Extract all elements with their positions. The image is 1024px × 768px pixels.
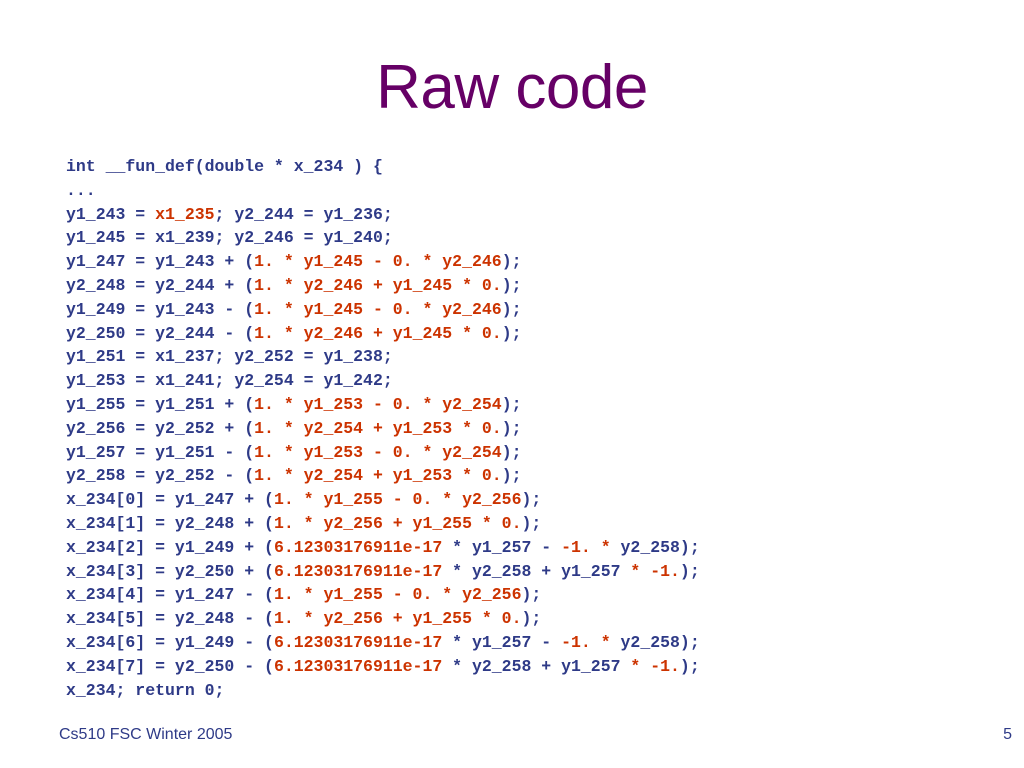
code-text: x_234[5] = y2_248 - ( — [66, 609, 274, 629]
code-text: x_234[1] = y2_248 + ( — [66, 513, 274, 533]
code-line: x_234[2] = y1_249 + (6.12303176911e-17 *… — [66, 536, 700, 560]
code-line: int __fun_def(double * x_234 ) { — [66, 155, 700, 179]
code-text: * y1_257 - — [442, 537, 562, 557]
code-line: y1_253 = x1_241; y2_254 = y1_242; — [66, 369, 700, 393]
footer-course-label: Cs510 FSC Winter 2005 — [59, 726, 233, 743]
code-text: y1_245 = x1_239; y2_246 = y1_240; — [66, 228, 393, 248]
code-highlight: 1. * y1_255 - 0. * y2_256 — [273, 490, 522, 510]
code-text: ); — [501, 442, 522, 462]
code-line: y1_247 = y1_243 + (1. * y1_245 - 0. * y2… — [66, 250, 700, 274]
page-number: 5 — [1003, 726, 1012, 743]
code-highlight: 6.12303176911e-17 — [273, 632, 443, 652]
code-text: ... — [66, 180, 96, 200]
code-line: x_234; return 0; — [66, 679, 700, 703]
code-text: y2_258 = y2_252 - ( — [66, 466, 255, 486]
code-text: * y2_258 + y1_257 — [442, 656, 631, 676]
code-highlight: 1. * y1_245 - 0. * y2_246 — [254, 252, 502, 272]
code-text: y2_258); — [610, 632, 700, 652]
code-highlight: -1. * — [561, 632, 611, 652]
code-text: y1_251 = x1_237; y2_252 = y1_238; — [66, 347, 393, 367]
code-text: x_234; return 0; — [66, 680, 225, 700]
code-text: y1_247 = y1_243 + ( — [66, 252, 255, 272]
code-text: y2_248 = y2_244 + ( — [66, 275, 255, 295]
code-line: ... — [66, 179, 700, 203]
code-text: y1_255 = y1_251 + ( — [66, 394, 255, 414]
code-line: x_234[6] = y1_249 - (6.12303176911e-17 *… — [66, 631, 700, 655]
code-text: y2_256 = y2_252 + ( — [66, 418, 255, 438]
code-block: int __fun_def(double * x_234 ) {... y1_24… — [66, 155, 700, 702]
code-text: x_234[4] = y1_247 - ( — [66, 585, 274, 605]
code-text: x_234[6] = y1_249 - ( — [66, 632, 274, 652]
code-text: int __fun_def(double * x_234 ) { — [66, 157, 383, 176]
code-text: ); — [679, 656, 700, 676]
code-highlight: 6.12303176911e-17 — [273, 537, 443, 557]
code-text: x_234[2] = y1_249 + ( — [66, 537, 274, 557]
code-text: ); — [521, 585, 542, 605]
code-highlight: x1_235 — [155, 204, 215, 224]
code-text: x_234[0] = y1_247 + ( — [66, 490, 274, 510]
code-line: y2_258 = y2_252 - (1. * y2_254 + y1_253 … — [66, 464, 700, 488]
code-line: x_234[5] = y2_248 - (1. * y2_256 + y1_25… — [66, 607, 700, 631]
code-text: ); — [501, 323, 522, 343]
code-text: ); — [521, 609, 542, 629]
code-text: * y2_258 + y1_257 — [442, 561, 631, 581]
code-highlight: * -1. — [630, 656, 680, 676]
code-text: ); — [501, 299, 522, 319]
code-line: y1_251 = x1_237; y2_252 = y1_238; — [66, 345, 700, 369]
code-highlight: * -1. — [630, 561, 680, 581]
code-highlight: 1. * y2_246 + y1_245 * 0. — [254, 275, 502, 295]
code-highlight: 1. * y2_254 + y1_253 * 0. — [254, 466, 502, 486]
code-line: x_234[0] = y1_247 + (1. * y1_255 - 0. * … — [66, 488, 700, 512]
code-highlight: -1. * — [561, 537, 611, 557]
code-text: y1_253 = x1_241; y2_254 = y1_242; — [66, 371, 393, 391]
code-line: y1_257 = y1_251 - (1. * y1_253 - 0. * y2… — [66, 441, 700, 465]
code-line: y2_256 = y2_252 + (1. * y2_254 + y1_253 … — [66, 417, 700, 441]
code-text: x_234[7] = y2_250 - ( — [66, 656, 274, 676]
code-text: y1_249 = y1_243 - ( — [66, 299, 255, 319]
code-text: x_234[3] = y2_250 + ( — [66, 561, 274, 581]
code-text: ); — [521, 490, 542, 510]
code-text: ); — [501, 394, 522, 414]
code-highlight: 6.12303176911e-17 — [273, 561, 443, 581]
code-line: y1_245 = x1_239; y2_246 = y1_240; — [66, 226, 700, 250]
code-line: x_234[4] = y1_247 - (1. * y1_255 - 0. * … — [66, 583, 700, 607]
code-line: y2_250 = y2_244 - (1. * y2_246 + y1_245 … — [66, 322, 700, 346]
code-highlight: 1. * y1_253 - 0. * y2_254 — [254, 442, 502, 462]
code-text: ); — [521, 513, 542, 533]
code-text: y2_258); — [610, 537, 700, 557]
code-text: ); — [501, 275, 522, 295]
code-text: ); — [679, 561, 700, 581]
code-highlight: 1. * y2_256 + y1_255 * 0. — [273, 609, 522, 629]
code-text: ; y2_244 = y1_236; — [214, 204, 393, 224]
code-highlight: 1. * y1_245 - 0. * y2_246 — [254, 299, 502, 319]
code-text: ); — [501, 252, 522, 272]
code-text: * y1_257 - — [442, 632, 562, 652]
code-line: x_234[3] = y2_250 + (6.12303176911e-17 *… — [66, 560, 700, 584]
code-line: x_234[1] = y2_248 + (1. * y2_256 + y1_25… — [66, 512, 700, 536]
code-text: y2_250 = y2_244 - ( — [66, 323, 255, 343]
code-line: x_234[7] = y2_250 - (6.12303176911e-17 *… — [66, 655, 700, 679]
code-line: y2_248 = y2_244 + (1. * y2_246 + y1_245 … — [66, 274, 700, 298]
code-highlight: 1. * y2_254 + y1_253 * 0. — [254, 418, 502, 438]
code-line: y1_249 = y1_243 - (1. * y1_245 - 0. * y2… — [66, 298, 700, 322]
slide-title: Raw code — [376, 53, 648, 122]
code-text: ); — [501, 418, 522, 438]
code-text: ); — [501, 466, 522, 486]
code-text: y1_257 = y1_251 - ( — [66, 442, 255, 462]
code-line: y1_255 = y1_251 + (1. * y1_253 - 0. * y2… — [66, 393, 700, 417]
code-text: y1_243 = — [66, 204, 156, 224]
code-highlight: 1. * y1_253 - 0. * y2_254 — [254, 394, 502, 414]
code-highlight: 6.12303176911e-17 — [273, 656, 443, 676]
code-highlight: 1. * y1_255 - 0. * y2_256 — [273, 585, 522, 605]
code-highlight: 1. * y2_246 + y1_245 * 0. — [254, 323, 502, 343]
code-line: y1_243 = x1_235; y2_244 = y1_236; — [66, 203, 700, 227]
code-highlight: 1. * y2_256 + y1_255 * 0. — [273, 513, 522, 533]
